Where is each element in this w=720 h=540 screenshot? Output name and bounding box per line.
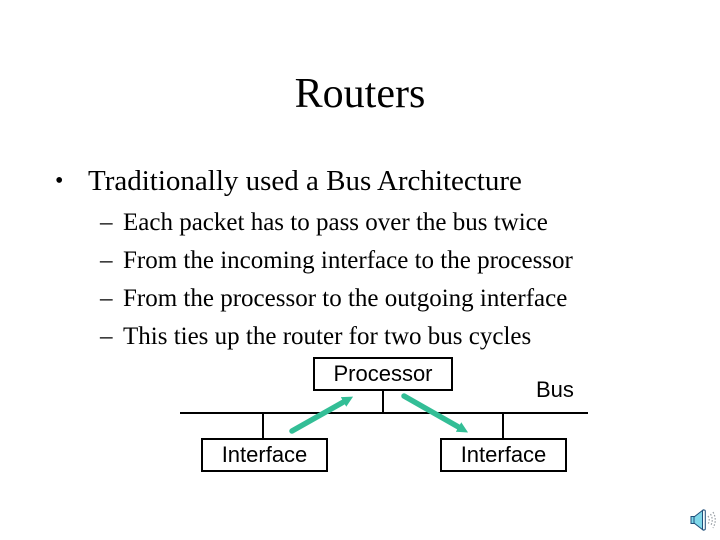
- sub-bullet-item: – This ties up the router for two bus cy…: [100, 318, 670, 356]
- sub-bullet-text: Each packet has to pass over the bus twi…: [123, 209, 548, 236]
- processor-label: Processor: [333, 361, 433, 386]
- bullet-item: • Traditionally used a Bus Architecture: [55, 162, 670, 200]
- bullet-text: Traditionally used a Bus Architecture: [88, 165, 522, 197]
- sub-bullet-marker: –: [100, 285, 113, 312]
- interface-left-box: Interface: [201, 438, 328, 472]
- interface-right-connector: [502, 413, 504, 439]
- sub-bullet-text: This ties up the router for two bus cycl…: [123, 323, 532, 350]
- bullet-list: • Traditionally used a Bus Architecture …: [55, 162, 670, 356]
- sub-bullet-marker: –: [100, 209, 113, 236]
- sub-bullet-text: From the incoming interface to the proce…: [123, 247, 573, 274]
- sub-bullet-text: From the processor to the outgoing inter…: [123, 285, 568, 312]
- bus-line: [180, 412, 588, 414]
- sub-bullet-item: – From the incoming interface to the pro…: [100, 242, 670, 280]
- interface-left-connector: [262, 413, 264, 439]
- interface-right-label: Interface: [460, 442, 547, 467]
- sub-bullet-item: – From the processor to the outgoing int…: [100, 280, 670, 318]
- sub-bullet-item: – Each packet has to pass over the bus t…: [100, 204, 670, 242]
- sub-bullet-list: – Each packet has to pass over the bus t…: [100, 204, 670, 356]
- processor-box: Processor: [313, 357, 453, 391]
- processor-bus-connector: [382, 389, 384, 413]
- sub-bullet-marker: –: [100, 247, 113, 274]
- slide-title: Routers: [294, 71, 426, 117]
- interface-left-label: Interface: [221, 442, 308, 467]
- bullet-marker: •: [55, 168, 64, 194]
- bus-label: Bus: [536, 377, 574, 402]
- interface-right-box: Interface: [440, 438, 567, 472]
- sub-bullet-marker: –: [100, 323, 113, 350]
- speaker-icon[interactable]: [688, 506, 716, 534]
- arrow-interface-to-processor: [289, 396, 354, 434]
